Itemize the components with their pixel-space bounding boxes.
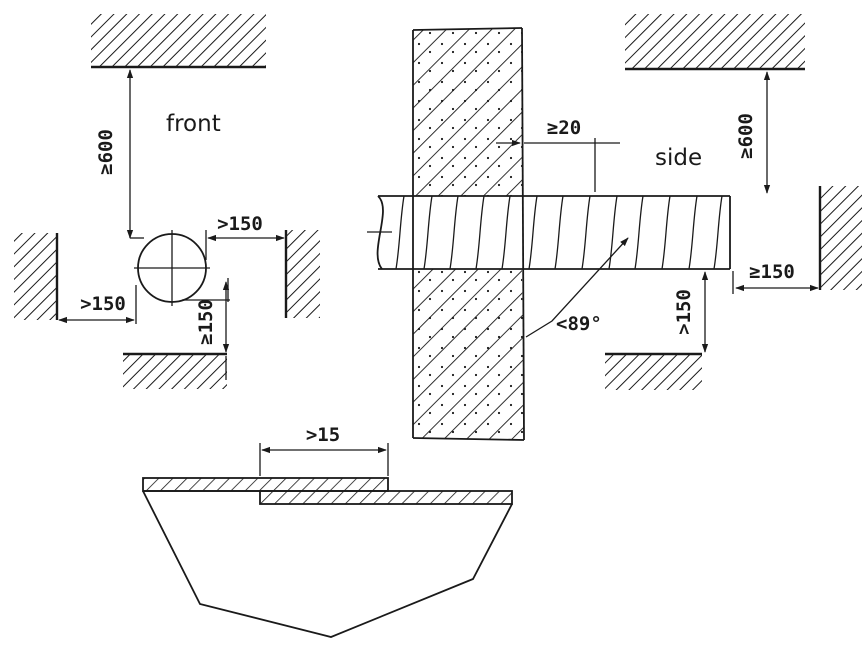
front-left-surface (14, 233, 59, 320)
side-right-dimension: ≥150 (732, 261, 819, 294)
side-top-dimension: ≥600 (735, 71, 771, 194)
front-label: front (166, 111, 221, 137)
front-bottom-dimension: ≥150 (182, 278, 230, 380)
side-pipe-gap-dim-label: ≥20 (547, 117, 581, 139)
front-left-dimension: >150 (58, 285, 137, 324)
pipe-corrugation-lines (395, 195, 723, 270)
side-top-surface (625, 14, 805, 71)
front-right-dim-label: >150 (217, 213, 263, 235)
side-label: side (655, 145, 702, 171)
side-view: ≥20 ≥600 ≥150 >150 <89° side (367, 14, 862, 441)
side-right-surface (818, 186, 862, 290)
corrugated-pipe (367, 195, 731, 270)
side-pipe-gap-dimension: ≥20 (496, 117, 620, 192)
front-top-dimension: ≥600 (95, 69, 144, 239)
front-top-surface (91, 14, 266, 69)
front-bottom-surface (123, 352, 227, 389)
bend-angle-annotation: <89° (525, 237, 629, 338)
overlap-dim-label: >15 (306, 424, 340, 446)
front-bottom-dim-label: ≥150 (195, 299, 217, 345)
side-top-dim-label: ≥600 (735, 113, 757, 159)
side-bottom-dimension: >150 (673, 271, 709, 353)
side-right-dim-label: ≥150 (749, 261, 795, 283)
front-view: ≥600 >150 >150 ≥150 front (14, 14, 320, 389)
front-right-surface (284, 230, 320, 318)
bend-angle-label: <89° (556, 313, 602, 335)
front-left-dim-label: >150 (80, 293, 126, 315)
overlap-detail: >15 (142, 424, 513, 638)
side-bottom-dim-label: >150 (673, 289, 695, 335)
side-bottom-surface (605, 352, 702, 390)
front-right-dimension: >150 (205, 213, 285, 260)
front-top-dim-label: ≥600 (95, 129, 117, 175)
pipe-cross-section (134, 230, 210, 306)
wall-section (412, 27, 525, 441)
